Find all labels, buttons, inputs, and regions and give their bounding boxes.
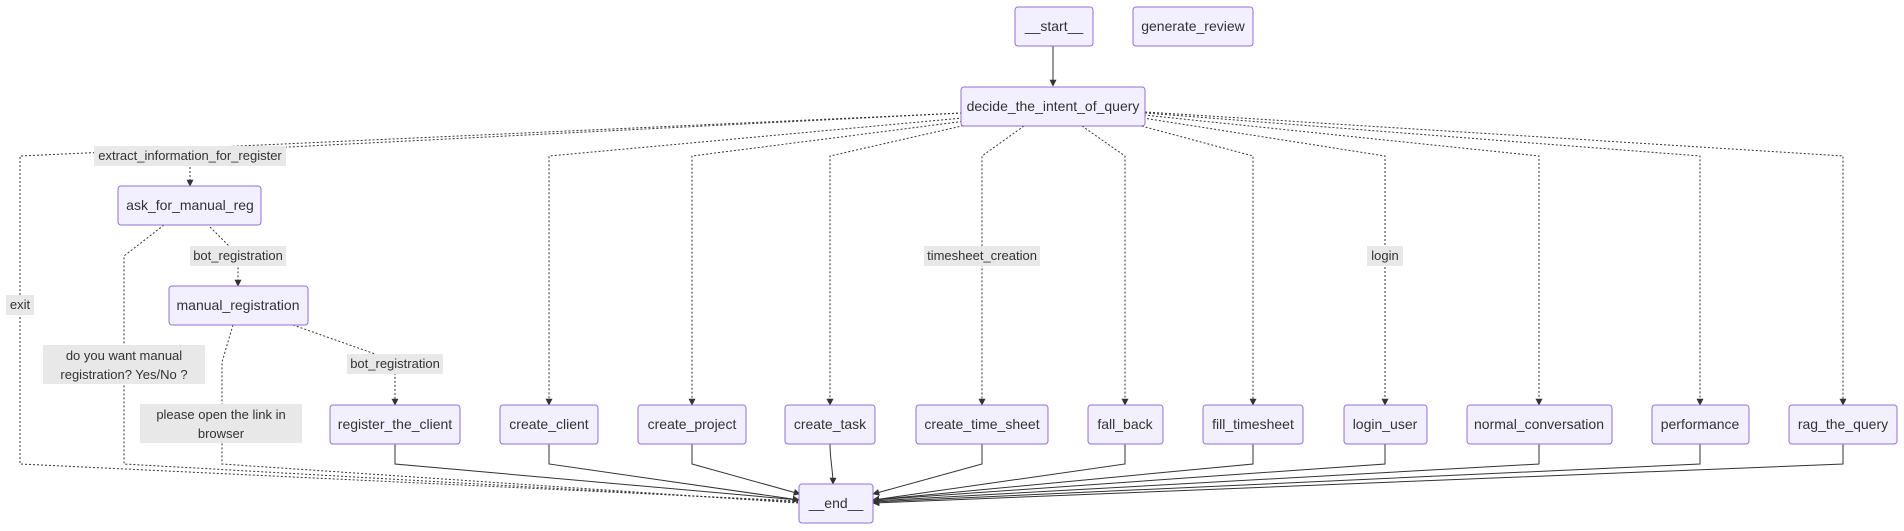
svg-text:create_task: create_task [794,416,867,432]
edge-decide-to-create-client [545,117,964,406]
svg-text:register_the_client: register_the_client [338,416,453,432]
svg-text:exit: exit [10,297,31,312]
svg-text:create_time_sheet: create_time_sheet [924,416,1039,432]
nodes: __start__ generate_review decide_the_int… [117,6,1898,524]
edge-label-timesheet-creation: timesheet_creation [924,246,1040,266]
svg-text:rag_the_query: rag_the_query [1798,416,1888,432]
svg-text:manual_registration: manual_registration [177,297,300,313]
edge-create-task-to-end [829,443,837,485]
node-login-user[interactable]: login_user [1343,404,1428,445]
edge-decide-to-create-task [826,122,976,406]
edge-create-project-to-end [691,444,801,496]
node-manual-registration[interactable]: manual_registration [168,285,309,326]
edge-label-extract: extract_information_for_register [94,146,286,166]
svg-text:generate_review: generate_review [1141,18,1245,34]
edge-rag-query-to-end [872,444,1844,507]
edge-decide-to-performance [1144,112,1704,406]
node-create-project[interactable]: create_project [637,404,747,445]
edge-labels: extract_information_for_register bot_reg… [6,146,1403,443]
node-generate-review[interactable]: generate_review [1132,6,1254,47]
edge-label-exit: exit [6,295,34,315]
edge-performance-to-end [872,444,1701,506]
svg-text:bot_registration: bot_registration [350,356,440,371]
svg-text:fill_timesheet: fill_timesheet [1212,416,1294,432]
svg-text:browser: browser [198,426,245,441]
node-normal-conversation[interactable]: normal_conversation [1466,404,1613,445]
edge-ask-manual-to-manual-registration [209,226,242,287]
edge-label-bot-registration-1: bot_registration [190,246,286,266]
svg-text:please open the link in: please open the link in [156,407,285,422]
svg-text:registration? Yes/No ?: registration? Yes/No ? [60,367,187,382]
svg-text:create_project: create_project [648,416,737,432]
edge-decide-to-create-project [688,120,967,406]
node-rag-the-query[interactable]: rag_the_query [1788,404,1898,445]
svg-text:decide_the_intent_of_query: decide_the_intent_of_query [967,98,1140,114]
svg-text:create_client: create_client [509,416,588,432]
edge-create-client-to-end [548,444,800,503]
node-start[interactable]: __start__ [1014,6,1094,47]
svg-text:timesheet_creation: timesheet_creation [927,248,1037,263]
edge-decide-to-create-time-sheet [978,125,1025,406]
edge-decide-to-fall-back [1081,125,1129,406]
svg-text:__end__: __end__ [808,495,864,511]
svg-text:__start__: __start__ [1024,18,1084,34]
edge-fill-timesheet-to-end [872,444,1254,503]
edge-normal-conversation-to-end [872,444,1540,505]
svg-text:login_user: login_user [1353,416,1418,432]
node-end[interactable]: __end__ [798,483,874,524]
edge-decide-to-login-user [1142,117,1389,406]
edge-decide-to-rag-query [1144,111,1847,406]
edge-login-user-to-end [872,444,1386,504]
node-create-task[interactable]: create_task [784,404,876,445]
svg-text:login: login [1371,248,1398,263]
node-decide-intent[interactable]: decide_the_intent_of_query [960,86,1146,127]
svg-text:ask_for_manual_reg: ask_for_manual_reg [126,197,254,213]
edge-label-open-link: please open the link in browser [140,404,302,443]
edge-ask-manual-to-end [123,224,799,503]
node-ask-for-manual-reg[interactable]: ask_for_manual_reg [117,185,262,226]
svg-text:bot_registration: bot_registration [193,248,283,263]
node-performance[interactable]: performance [1651,404,1750,445]
svg-text:normal_conversation: normal_conversation [1474,416,1604,432]
edge-decide-to-normal-conversation [1143,114,1543,406]
edge-label-login: login [1367,246,1403,266]
node-register-the-client[interactable]: register_the_client [329,404,461,445]
svg-text:extract_information_for_regist: extract_information_for_register [98,148,282,163]
svg-text:fall_back: fall_back [1097,416,1153,432]
edge-register-client-to-end [394,444,800,503]
edge-label-manual-prompt: do you want manual registration? Yes/No … [43,345,205,384]
svg-text:performance: performance [1661,416,1740,432]
edge-label-bot-registration-2: bot_registration [347,354,443,374]
node-fall-back[interactable]: fall_back [1087,404,1164,445]
edge-decide-to-ask-manual [186,112,963,187]
svg-text:do you want manual: do you want manual [66,348,182,363]
edge-create-time-sheet-to-end [872,444,983,496]
node-fill-timesheet[interactable]: fill_timesheet [1202,404,1304,445]
edge-decide-to-fill-timesheet [1133,123,1257,406]
node-create-time-sheet[interactable]: create_time_sheet [915,404,1049,445]
edge-fall-back-to-end [872,444,1126,503]
node-create-client[interactable]: create_client [499,404,599,445]
